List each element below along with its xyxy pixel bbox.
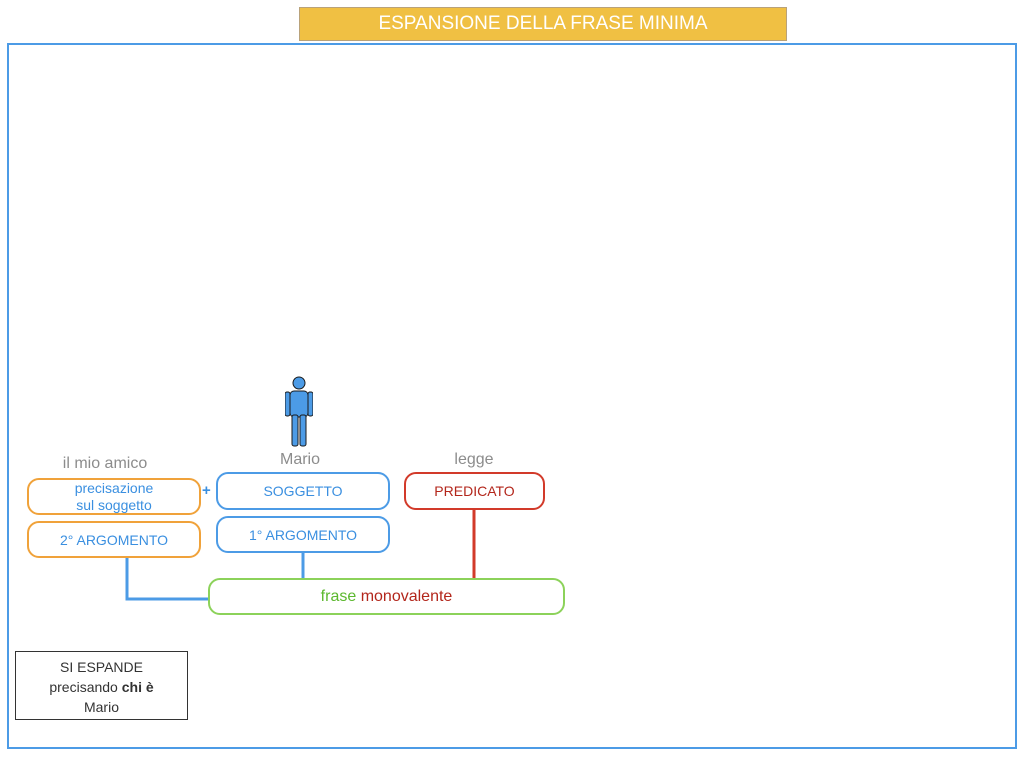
note-line-2-prefix: precisando — [49, 679, 118, 695]
predicate-box: PREDICATO — [404, 472, 545, 510]
first-argument-box: 1° ARGOMENTO — [216, 516, 390, 553]
precision-line-2: sul soggetto — [76, 496, 152, 513]
note-line-2: precisando chi è — [16, 677, 187, 697]
sentence-box: frase monovalente — [208, 578, 565, 615]
expansion-note: SI ESPANDE precisando chi è Mario — [15, 651, 188, 720]
plus-sign: + — [202, 482, 211, 499]
sentence-part-2: monovalente — [360, 587, 453, 605]
subject-box: SOGGETTO — [216, 472, 390, 510]
content-frame — [7, 43, 1017, 749]
expansion-label: il mio amico — [62, 455, 148, 472]
sentence-part-1: frase — [320, 587, 357, 605]
subject-word-label: Mario — [279, 451, 320, 468]
precision-line-1: precisazione — [74, 479, 154, 496]
note-line-1: SI ESPANDE — [60, 659, 143, 675]
precision-box: precisazione sul soggetto — [27, 478, 201, 515]
person-icon — [285, 376, 313, 447]
page-title: ESPANSIONE DELLA FRASE MINIMA — [299, 7, 787, 41]
verb-word-label: legge — [454, 451, 494, 468]
note-line-2-bold: chi è — [121, 679, 154, 695]
connector-second-argument — [125, 556, 210, 601]
second-argument-box: 2° ARGOMENTO — [27, 521, 201, 558]
note-line-3: Mario — [83, 699, 119, 715]
